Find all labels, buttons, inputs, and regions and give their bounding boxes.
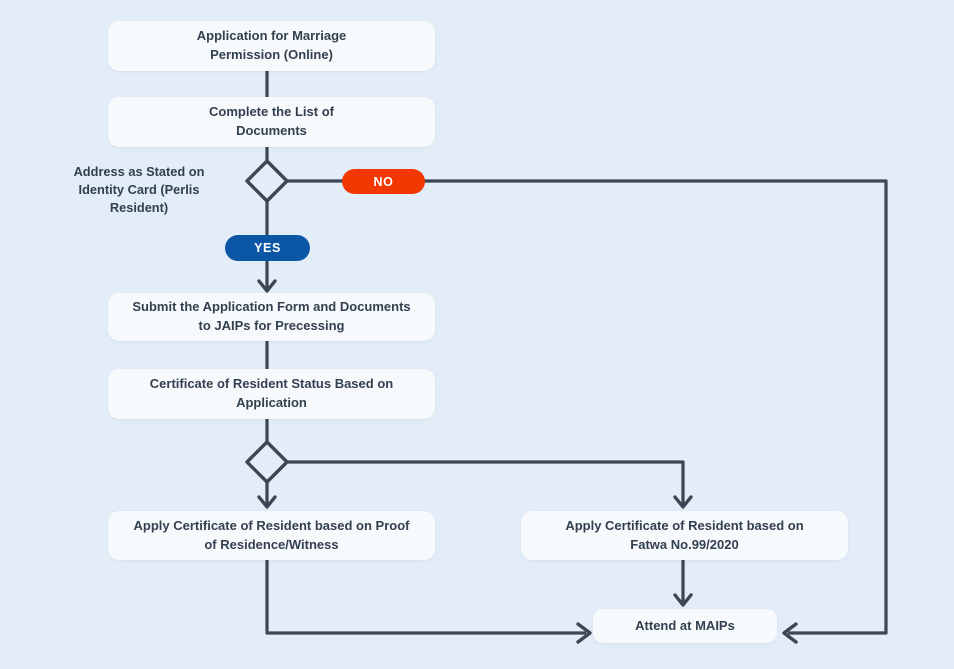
arrowhead-no-into-maips [782,622,798,644]
no-badge: NO [342,169,425,194]
node-apply-proof: Apply Certificate of Resident based on P… [108,511,435,560]
node-submit-jaips: Submit the Application Form and Document… [108,293,435,341]
decision-address-label: Address as Stated on Identity Card (Perl… [73,164,205,215]
node-attend-maips: Attend at MAIPs [593,609,777,643]
arrowhead-proof-into-maips [576,622,592,644]
arrowhead-fatwa-into-maips [673,593,693,607]
decision-certificate-diamond [245,440,289,484]
decision-address-diamond [245,159,289,203]
node-certificate-status: Certificate of Resident Status Based on … [108,369,435,419]
node-complete-documents: Complete the List of Documents [108,97,435,147]
node-apply-fatwa: Apply Certificate of Resident based on F… [521,511,848,560]
node-application-online: Application for Marriage Permission (Onl… [108,21,435,71]
arrowhead-into-fatwa [673,495,693,509]
edge-decision2-fatwa [287,460,685,505]
arrowhead-into-proof [257,495,277,509]
yes-badge: YES [225,235,310,261]
arrowhead-yes-into-submit [257,279,277,293]
edge-proof-maips [265,560,586,635]
